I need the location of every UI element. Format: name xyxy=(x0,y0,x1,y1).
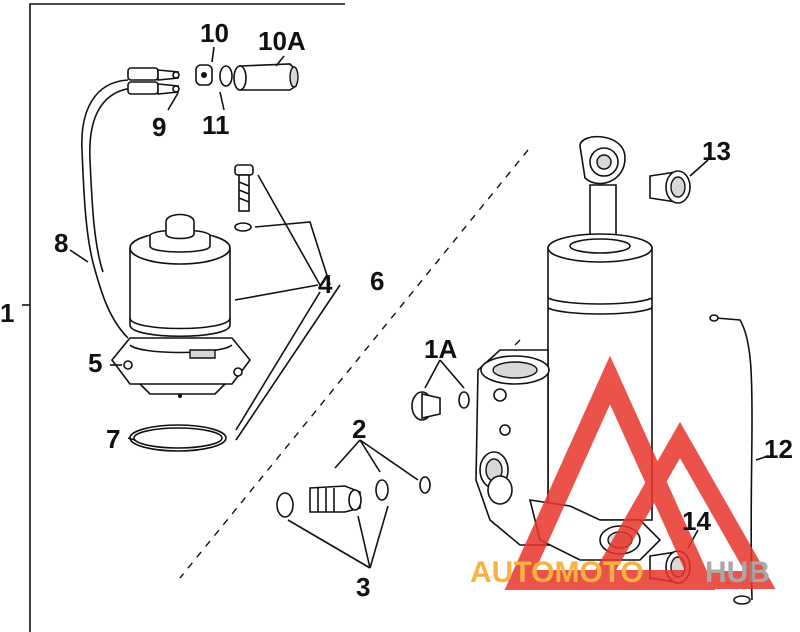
label-10a: 10A xyxy=(258,26,306,56)
assembly-bracket xyxy=(29,3,345,632)
label-13: 13 xyxy=(702,136,731,166)
motor-screw xyxy=(234,164,254,212)
label-5: 5 xyxy=(88,348,102,378)
label-3: 3 xyxy=(356,572,370,602)
label-12: 12 xyxy=(764,434,793,464)
watermark-triangle-inner xyxy=(584,421,776,589)
terminal-boot xyxy=(195,64,213,86)
wire-harness xyxy=(81,67,180,339)
o-ring-small xyxy=(219,65,233,87)
label-14: 14 xyxy=(682,506,711,536)
leader-lines xyxy=(22,46,769,569)
watermark-text-orange: AUTOMOTO xyxy=(470,556,644,589)
label-1: 1 xyxy=(0,298,14,328)
label-10: 10 xyxy=(200,18,229,48)
label-6: 6 xyxy=(370,266,384,296)
lock-washer xyxy=(234,222,252,232)
label-4: 4 xyxy=(318,269,333,299)
watermark-logo: AUTOMOTO HUB xyxy=(470,355,776,590)
label-11: 11 xyxy=(202,110,230,140)
manual-release-valve xyxy=(276,476,431,518)
large-o-ring xyxy=(129,424,227,452)
label-2: 2 xyxy=(352,414,366,444)
label-1a: 1A xyxy=(424,334,457,364)
fill-plug xyxy=(411,391,470,421)
label-9: 9 xyxy=(152,112,166,142)
watermark-text-gray: HUB xyxy=(705,556,770,589)
label-8: 8 xyxy=(54,228,68,258)
bushing-upper xyxy=(649,170,692,204)
sleeve xyxy=(233,63,299,91)
trim-sender-wire xyxy=(709,314,753,605)
label-7: 7 xyxy=(106,424,120,454)
electric-motor xyxy=(110,213,252,398)
